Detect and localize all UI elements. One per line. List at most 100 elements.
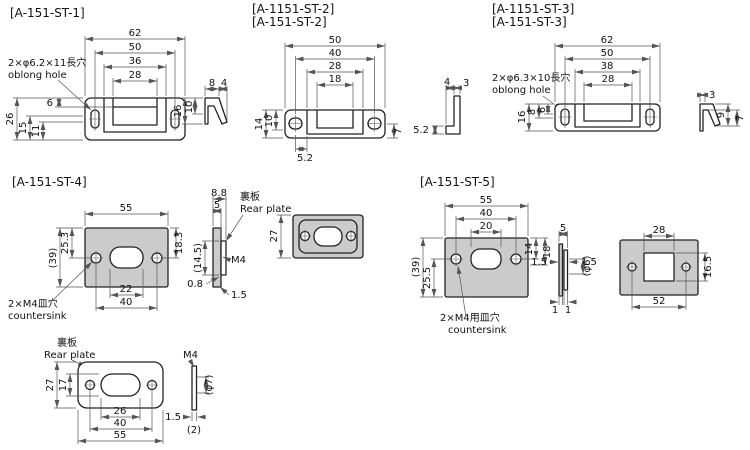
st5-front-view — [444, 237, 529, 298]
dim-5-2: 5.2 — [295, 135, 313, 164]
dim-7: 7 — [387, 123, 404, 139]
st5-side-view: 5 1.5 1.5 1 1 (φ6) — [531, 223, 597, 316]
dim-25-5: 25.5 — [422, 258, 450, 297]
dim-label: 5.2 — [297, 153, 313, 164]
part-title: [A-151-ST-4] — [12, 175, 87, 189]
part-title-2: [A-151-ST-2] — [252, 15, 327, 29]
dim-5: 5 — [558, 223, 568, 248]
dim-label: 10 — [264, 115, 275, 128]
dim-label: 55 — [114, 430, 127, 441]
dim-6: 6 — [537, 104, 553, 115]
dim-label: 9 — [716, 112, 727, 118]
dim-label: 8 — [209, 78, 215, 89]
strike-box-outer — [103, 98, 167, 133]
dim-label: 18 — [329, 74, 342, 85]
dim-27: 27 — [269, 214, 291, 259]
dim-62: 62 — [84, 28, 186, 96]
note-jp: 2×φ6.3×10長穴 — [492, 71, 570, 84]
st4-front-view — [84, 227, 169, 288]
dim-label: 5 — [214, 200, 220, 211]
part-title-2: [A-151-ST-3] — [492, 15, 567, 29]
dim-28: 28 — [643, 225, 675, 251]
dim-label: 20 — [480, 221, 493, 232]
note-jp: 2×M4用皿穴 — [440, 311, 500, 324]
dim-label: (φ6) — [582, 256, 593, 277]
dim-25-3: 25.3 — [60, 228, 89, 259]
note-jp: 裏板 — [240, 190, 260, 203]
note-jp: 裏板 — [57, 336, 77, 349]
dim-label: (2) — [187, 425, 201, 436]
center-obround-hole — [470, 248, 502, 270]
dim-label: 28 — [653, 225, 666, 236]
dim-22: 22 — [109, 269, 144, 298]
dim-label: 62 — [601, 35, 614, 46]
dim-label: 50 — [129, 42, 142, 53]
dim-8: 8 — [204, 78, 220, 96]
dim-5: 5 — [213, 200, 222, 239]
dim-label: 3 — [463, 78, 469, 89]
dim-2: (2) — [187, 425, 201, 436]
dim-label: 6 — [537, 107, 548, 113]
st5-countersink-note: 2×M4用皿穴 countersink — [440, 265, 507, 336]
dim-phi6: (φ6) — [569, 256, 593, 277]
dim-label: 1.5 — [165, 412, 181, 423]
bent-tab-profile — [204, 97, 228, 125]
dim-3: 3 — [452, 78, 469, 94]
dim-26: 26 — [5, 97, 83, 141]
dim-label: (39) — [48, 248, 59, 269]
strike-box-opening — [583, 104, 633, 122]
dim-10: 10 — [264, 110, 283, 131]
dim-label: 18 — [542, 246, 553, 259]
dim-5-2: 5.2 — [413, 125, 444, 136]
hole-centerlines — [558, 106, 657, 128]
dim-18: 18 — [530, 238, 553, 266]
strike-box-outer — [306, 110, 364, 135]
hole-centerlines — [288, 115, 382, 132]
label-m4: M4 — [183, 350, 198, 368]
dim-40: 40 — [89, 391, 153, 432]
note-en: Rear plate — [240, 204, 291, 215]
dim-38: 38 — [574, 61, 641, 102]
center-obround-hole — [313, 226, 343, 247]
dim-label: 40 — [329, 48, 342, 59]
dim-label: 40 — [120, 297, 133, 308]
st4-assembled-view: 27 — [269, 214, 364, 259]
dim-18-3: 18.3 — [163, 227, 185, 259]
st1-front-view — [84, 97, 186, 141]
dim-10: 10 — [184, 98, 203, 115]
part-title-1: [A-1151-ST-2] — [252, 2, 334, 16]
dim-50: 50 — [284, 35, 386, 108]
dim-55: 55 — [444, 195, 529, 236]
dim-label: 50 — [329, 35, 342, 46]
dim-label: 27 — [45, 379, 56, 392]
note-jp: 2×M4皿穴 — [8, 297, 58, 310]
dim-1-5-left: 1.5 — [531, 257, 558, 268]
hole-centerlines — [299, 230, 357, 242]
rear-plate-side-view: M4 (φ7) 1.5 (2) — [165, 350, 215, 436]
part-a-151-st-2: [A-1151-ST-2] [A-151-ST-2] 50 40 28 18 — [252, 2, 469, 164]
dim-label: 28 — [602, 74, 615, 85]
dim-0-8: 0.8 — [187, 276, 220, 290]
dim-40: 40 — [295, 48, 375, 114]
dim-label: 52 — [653, 296, 666, 307]
dim-label: 16.5 — [703, 256, 714, 278]
dim-50: 50 — [564, 48, 651, 107]
dim-9: 9 — [715, 103, 740, 127]
part-a-151-st-5: [A-151-ST-5] 55 40 20 (39) 25.5 — [411, 175, 714, 336]
dim-label: 7 — [735, 115, 746, 121]
dim-label: 1 — [552, 305, 558, 316]
dim-label: 5 — [560, 223, 566, 234]
st1-side-view: 8 4 16 10 — [173, 78, 228, 125]
angle-profile — [445, 95, 461, 135]
dim-label: 16 — [173, 105, 184, 118]
strike-box-outer — [574, 104, 641, 128]
part-a-151-st-3: [A-1151-ST-3] [A-151-ST-3] 2×φ6.3×10長穴 o… — [492, 2, 746, 132]
dim-55: 55 — [84, 203, 169, 226]
dim-27: 27 — [45, 361, 76, 409]
st4-rear-plate-note: 裏板 Rear plate — [225, 190, 291, 242]
strike-box-opening — [316, 110, 354, 129]
dim-16: 16 — [173, 97, 203, 125]
hole-centerlines — [449, 252, 523, 266]
dim-label: 0.8 — [187, 279, 203, 290]
st4-side-view: 8.8 5 裏板 Rear plate (14.5) M4 0.8 — [187, 188, 291, 301]
